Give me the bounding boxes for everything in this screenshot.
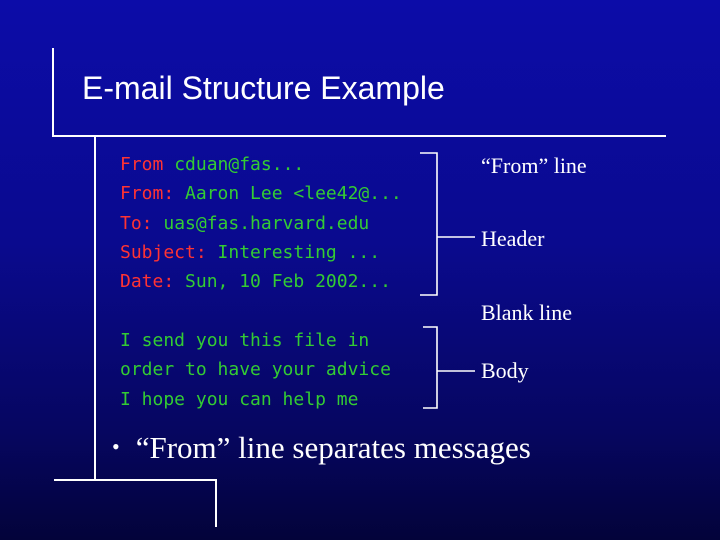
email-body-line: order to have your advice	[120, 359, 391, 381]
email-body-line: I hope you can help me	[120, 388, 359, 410]
header-bracket	[420, 152, 438, 296]
email-line-value: Aaron Lee <lee42@...	[174, 183, 402, 205]
email-subject-line: Subject: Interesting ...	[120, 238, 402, 267]
email-line-key: To:	[120, 212, 153, 234]
annotation-blank-line: Blank line	[481, 300, 573, 325]
bullet-point: • “From” line separates messages	[112, 430, 531, 466]
frame-rule-bottom-vertical	[215, 479, 217, 527]
bullet-text: “From” line separates messages	[135, 430, 531, 465]
bullet-dot-icon: •	[112, 434, 120, 459]
email-line-key: Subject:	[120, 241, 207, 263]
email-line-value: uas@fas.harvard.edu	[152, 212, 370, 234]
email-from-envelope-line: From cduan@fas...	[120, 150, 402, 179]
email-line-value: Interesting ...	[206, 241, 381, 263]
email-body-line: I send you this file in	[120, 330, 370, 351]
email-from-line: From: Aaron Lee <lee42@...	[120, 179, 402, 208]
email-line-value: Sun, 10 Feb 2002...	[174, 271, 391, 293]
frame-rule-top-horizontal	[52, 135, 666, 137]
email-line-key: Date:	[120, 271, 175, 293]
frame-rule-inner-vertical	[94, 135, 96, 480]
frame-rule-left-vertical	[52, 48, 54, 137]
email-date-line: Date: Sun, 10 Feb 2002...	[120, 267, 402, 296]
email-line-value: cduan@fas...	[163, 154, 305, 175]
email-line-key: From:	[120, 183, 175, 205]
annotation-body: Body	[481, 358, 529, 383]
email-header-block: From cduan@fas...From: Aaron Lee <lee42@…	[120, 150, 402, 296]
slide-title: E-mail Structure Example	[82, 70, 445, 106]
email-line-key: From	[120, 154, 164, 175]
annotation-header: Header	[481, 226, 545, 251]
body-bracket	[423, 326, 438, 409]
frame-rule-bottom-horizontal	[54, 479, 217, 481]
email-to-line: To: uas@fas.harvard.edu	[120, 209, 402, 238]
annotation-from-line: “From” line	[481, 153, 587, 178]
email-body-block: I send you this file in order to have you…	[120, 326, 391, 414]
